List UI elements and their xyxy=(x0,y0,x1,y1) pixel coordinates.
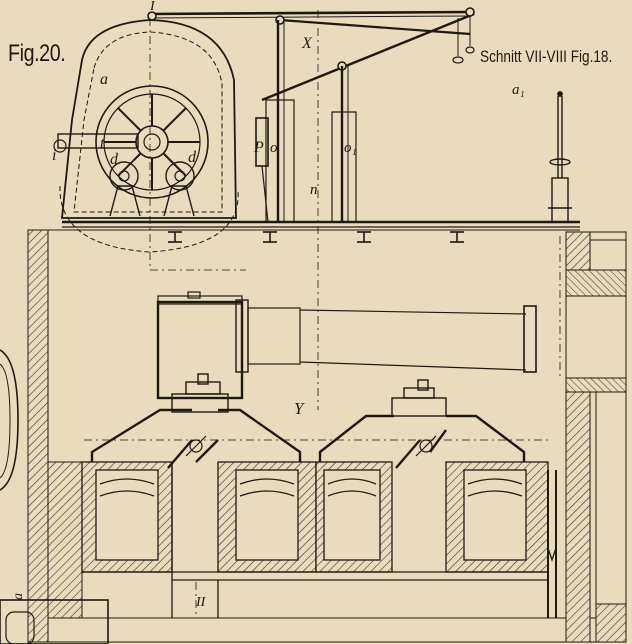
gas-hoods xyxy=(90,373,526,469)
label-d-right: d xyxy=(188,149,197,166)
standpipe xyxy=(548,91,572,223)
label-d-left: d xyxy=(110,151,119,168)
labels: a a₁ I X i t d d P o o₁ n Y II a xyxy=(11,0,525,610)
floor-slab xyxy=(28,220,580,243)
label-a-bottom: a xyxy=(11,593,26,600)
main-duct xyxy=(156,291,537,400)
edge-details xyxy=(0,349,109,644)
figure-title: Fig.20. xyxy=(8,40,66,67)
label-Y: Y xyxy=(294,399,305,418)
label-a: a xyxy=(100,71,108,88)
label-P: P xyxy=(253,139,264,156)
label-o1: o₁ xyxy=(344,140,357,156)
label-n: n xyxy=(310,182,318,198)
blower-engine xyxy=(53,19,239,253)
walls xyxy=(27,229,627,643)
furnace-chambers xyxy=(81,461,557,618)
label-i: i xyxy=(52,147,56,164)
label-X: X xyxy=(301,35,313,52)
label-I: I xyxy=(149,0,156,14)
label-a1: a₁ xyxy=(512,82,525,98)
label-o: o xyxy=(270,140,278,156)
label-II: II xyxy=(195,595,207,610)
section-title: Schnitt VII-VIII Fig.18. xyxy=(480,47,613,66)
label-t: t xyxy=(100,135,105,152)
lever-system xyxy=(147,7,475,223)
